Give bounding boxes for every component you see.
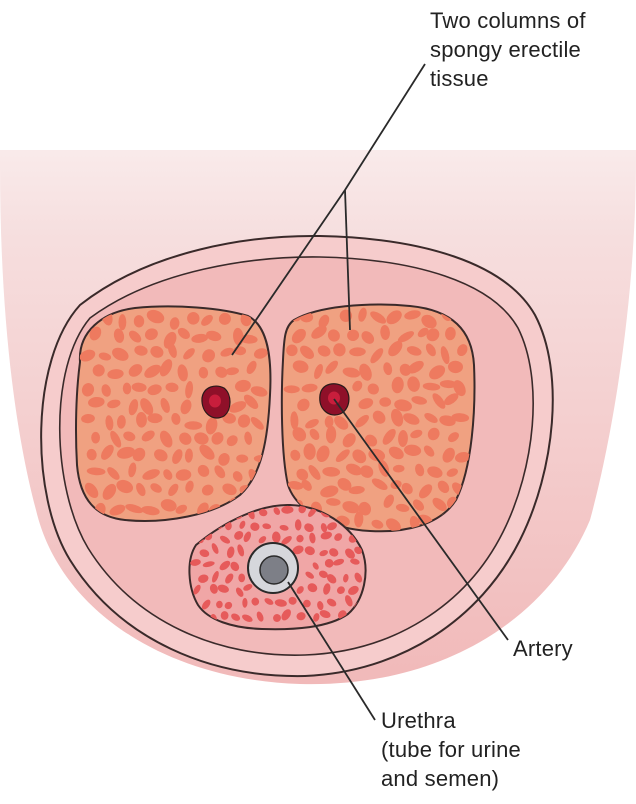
- left-artery: [202, 386, 230, 418]
- label-urethra: Urethra (tube for urine and semen): [381, 706, 521, 793]
- label-erectile-tissue: Two columns of spongy erectile tissue: [430, 6, 586, 93]
- label-line: Two columns of: [430, 6, 586, 35]
- label-line: tissue: [430, 64, 586, 93]
- right-erectile-column: [282, 305, 475, 536]
- label-line: spongy erectile: [430, 35, 586, 64]
- label-line: (tube for urine: [381, 735, 521, 764]
- left-erectile-column: [76, 306, 270, 520]
- label-line: and semen): [381, 764, 521, 793]
- label-line: Artery: [513, 634, 573, 663]
- label-line: Urethra: [381, 706, 521, 735]
- label-artery: Artery: [513, 634, 573, 663]
- tissue-nodule: [238, 574, 245, 583]
- tissue-nodule: [119, 314, 127, 330]
